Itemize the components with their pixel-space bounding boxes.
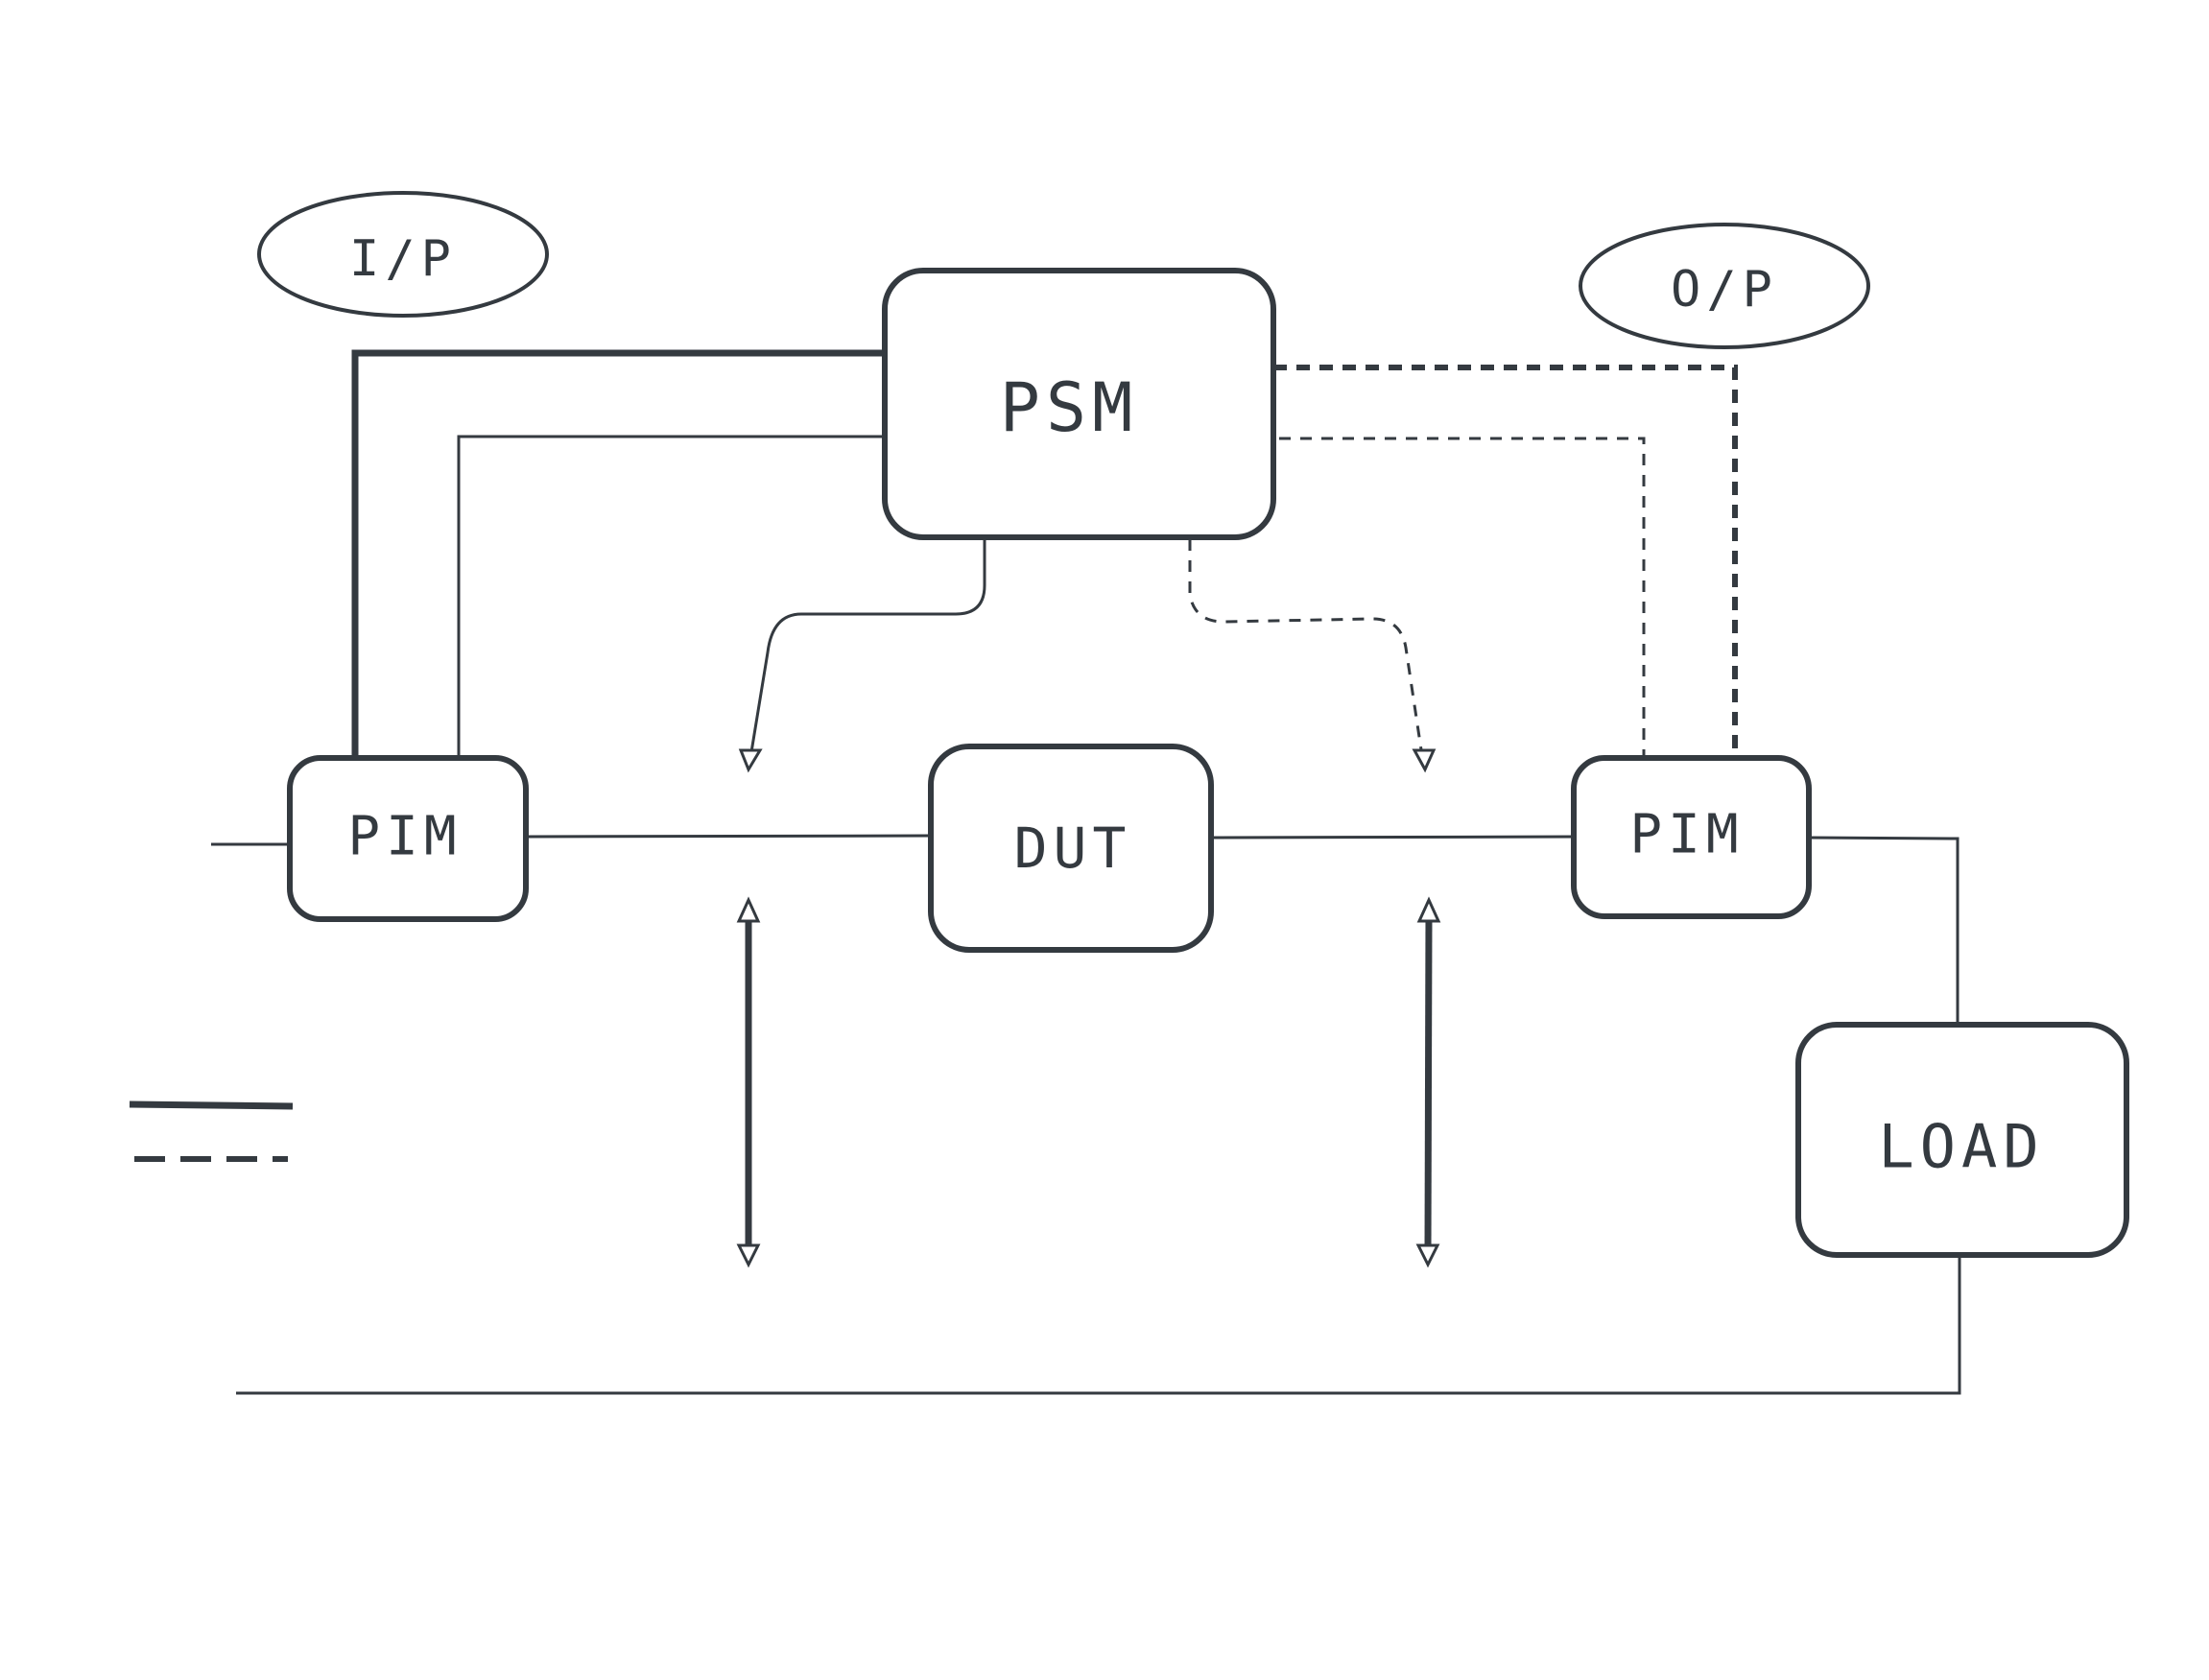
- arrowhead-curve-solid: [738, 748, 763, 773]
- node-ip-label: I/P: [349, 230, 457, 288]
- node-op: O/P: [1579, 223, 1870, 349]
- node-pim-left-shape: [287, 755, 529, 922]
- edge-pim-left-to-dut: [525, 834, 932, 839]
- node-pim-left: PIM: [287, 755, 529, 922]
- node-op-shape: [1579, 223, 1870, 349]
- node-psm-label: PSM: [1000, 368, 1138, 447]
- node-pim-left-label: PIM: [347, 806, 462, 868]
- node-load: LOAD: [1795, 1022, 2129, 1258]
- node-pim-right-shape: [1571, 755, 1812, 919]
- node-op-label: O/P: [1671, 261, 1778, 319]
- edge-psm-curve-dashed: [1188, 539, 1424, 757]
- node-psm-shape: [882, 268, 1276, 540]
- edge-pim-right-to-load: [1808, 836, 1960, 1025]
- double-arrow-right-head-top: [1416, 896, 1441, 923]
- node-psm: PSM: [882, 268, 1276, 540]
- legend: [129, 1100, 294, 1162]
- node-dut-label: DUT: [1014, 816, 1132, 881]
- node-dut-shape: [928, 744, 1214, 953]
- node-dut: DUT: [928, 744, 1214, 953]
- double-arrow-left-head-top: [736, 896, 761, 923]
- node-pim-right: PIM: [1571, 755, 1812, 919]
- edge-psm-to-pim-left-thick: [351, 349, 885, 758]
- node-load-label: LOAD: [1878, 1112, 2044, 1182]
- double-arrow-left-head-bottom: [736, 1243, 761, 1268]
- edge-psm-to-pim-left-thin: [457, 435, 885, 758]
- edge-load-return: [236, 1255, 1961, 1395]
- double-arrow-right-shaft: [1424, 915, 1433, 1253]
- double-arrow-right-head-bottom: [1415, 1243, 1440, 1268]
- edge-psm-curve-solid: [748, 539, 986, 759]
- node-ip-shape: [257, 191, 549, 318]
- node-pim-right-label: PIM: [1629, 804, 1744, 866]
- edge-psm-to-pim-right-thin-dashed: [1279, 437, 1646, 758]
- arrowhead-curve-dashed: [1412, 748, 1437, 773]
- edge-psm-to-pim-right-thick-dashed: [1273, 365, 1738, 758]
- edge-dut-to-pim-right: [1210, 835, 1580, 840]
- node-load-shape: [1795, 1022, 2129, 1258]
- node-ip: I/P: [257, 191, 549, 318]
- legend-solid-line: [129, 1100, 294, 1110]
